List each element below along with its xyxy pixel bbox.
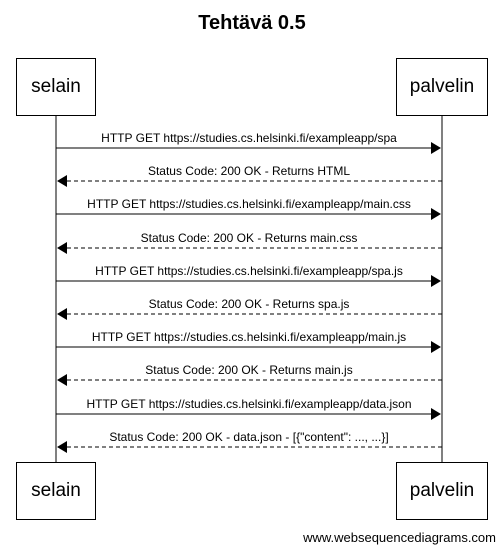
message-label-1: HTTP GET https://studies.cs.helsinki.fi/… xyxy=(100,131,398,145)
message-arrowhead-1 xyxy=(431,142,441,154)
message-label-8: Status Code: 200 OK - Returns main.js xyxy=(144,363,354,377)
message-label-9: HTTP GET https://studies.cs.helsinki.fi/… xyxy=(85,397,413,411)
participant-selain-top: selain xyxy=(16,58,96,116)
message-arrowhead-5 xyxy=(431,275,441,287)
participant-selain-bottom: selain xyxy=(16,462,96,520)
participant-label: palvelin xyxy=(409,480,475,501)
message-arrowhead-3 xyxy=(431,208,441,220)
message-arrowhead-6 xyxy=(57,308,67,320)
message-label-6: Status Code: 200 OK - Returns spa.js xyxy=(147,297,351,311)
message-arrowhead-9 xyxy=(431,408,441,420)
participant-label: selain xyxy=(31,76,81,97)
message-label-2: Status Code: 200 OK - Returns HTML xyxy=(146,164,352,178)
message-label-3: HTTP GET https://studies.cs.helsinki.fi/… xyxy=(86,197,412,211)
participant-palvelin-top: palvelin xyxy=(396,58,488,116)
watermark-text: www.websequencediagrams.com xyxy=(303,530,496,545)
diagram-title: Tehtävä 0.5 xyxy=(198,12,306,34)
message-label-5: HTTP GET https://studies.cs.helsinki.fi/… xyxy=(94,264,404,278)
message-label-4: Status Code: 200 OK - Returns main.css xyxy=(139,231,359,245)
message-arrowhead-7 xyxy=(431,341,441,353)
participant-label: palvelin xyxy=(409,76,475,97)
participant-palvelin-bottom: palvelin xyxy=(396,462,488,520)
message-arrowhead-10 xyxy=(57,441,67,453)
message-arrowhead-8 xyxy=(57,374,67,386)
message-arrowhead-2 xyxy=(57,175,67,187)
message-label-7: HTTP GET https://studies.cs.helsinki.fi/… xyxy=(90,330,408,344)
message-label-10: Status Code: 200 OK - data.json - [{"con… xyxy=(108,430,390,444)
participant-label: selain xyxy=(31,480,81,501)
message-arrowhead-4 xyxy=(57,242,67,254)
